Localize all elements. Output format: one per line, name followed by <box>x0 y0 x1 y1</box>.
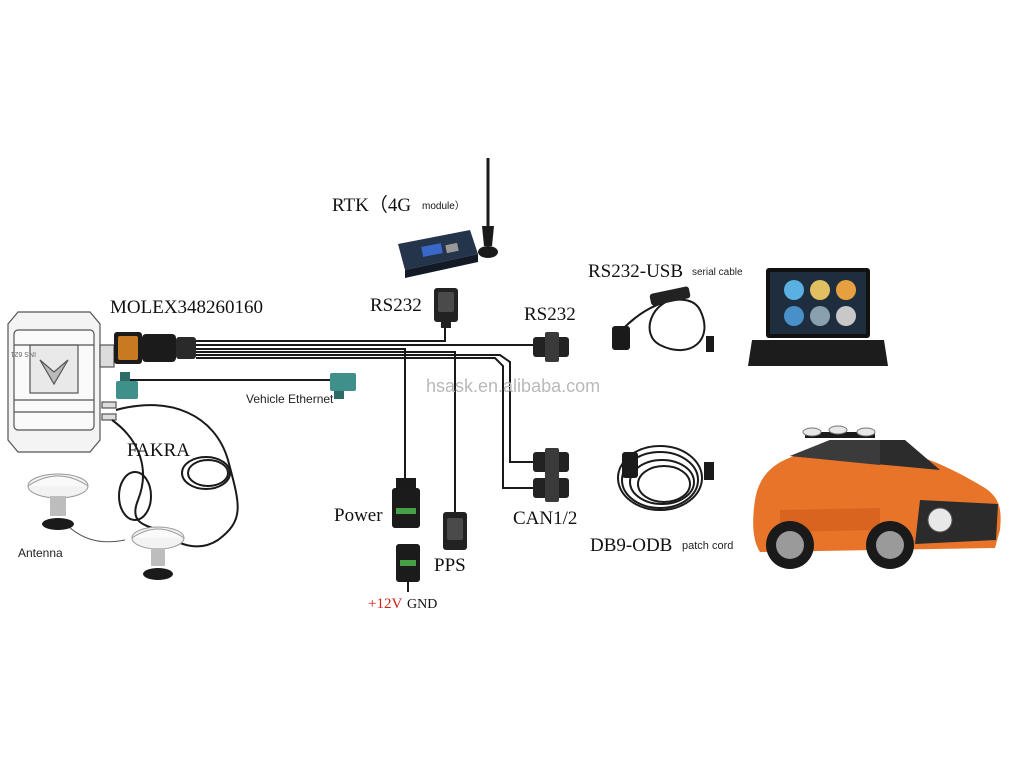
serial-cable-label: serial cable <box>692 267 743 278</box>
molex-label: MOLEX348260160 <box>110 297 264 318</box>
rtk-4g-modem <box>398 158 498 278</box>
can-db9-connectors <box>533 448 569 502</box>
power-label: Power <box>334 505 383 526</box>
laptop <box>748 268 888 366</box>
watermark: hsask.en.alibaba.com <box>426 376 601 396</box>
gnd-label: GND <box>407 597 438 612</box>
rtk-module-label: module） <box>422 201 465 212</box>
rtk-label: RTK（4G <box>332 195 412 216</box>
antenna-2 <box>131 526 185 580</box>
svg-text:INS 621: INS 621 <box>11 350 36 357</box>
can-label: CAN1/2 <box>513 508 578 529</box>
rs232-usb-label: RS232-USB <box>588 261 684 282</box>
ins-device: INS 621 <box>7 311 117 453</box>
rs232-label-right: RS232 <box>524 304 576 325</box>
harness-cables <box>120 318 535 512</box>
rs232-usb-cable <box>612 286 714 352</box>
power-connector <box>392 478 420 592</box>
rs232-db9-right <box>533 332 569 362</box>
fakra-label: FAKRA <box>127 440 190 461</box>
antenna-1 <box>27 473 89 530</box>
pps-connector <box>443 512 467 550</box>
molex-connector <box>114 332 196 364</box>
plus-12v-label: +12V <box>368 596 403 612</box>
fakra-antenna-cables <box>61 404 239 548</box>
db9-odb-label: DB9-ODB <box>590 535 673 556</box>
antenna-label: Antenna <box>18 546 63 560</box>
rs232-db9-top <box>434 288 458 328</box>
ethernet-fakra-connectors <box>116 372 356 399</box>
car <box>753 425 1001 569</box>
patch-cord-label: patch cord <box>682 540 734 552</box>
pps-label: PPS <box>434 555 466 576</box>
db9-odb-patch-cord <box>617 445 714 511</box>
vehicle-ethernet-label: Vehicle Ethernet <box>246 392 334 406</box>
rs232-label-top: RS232 <box>370 295 422 316</box>
